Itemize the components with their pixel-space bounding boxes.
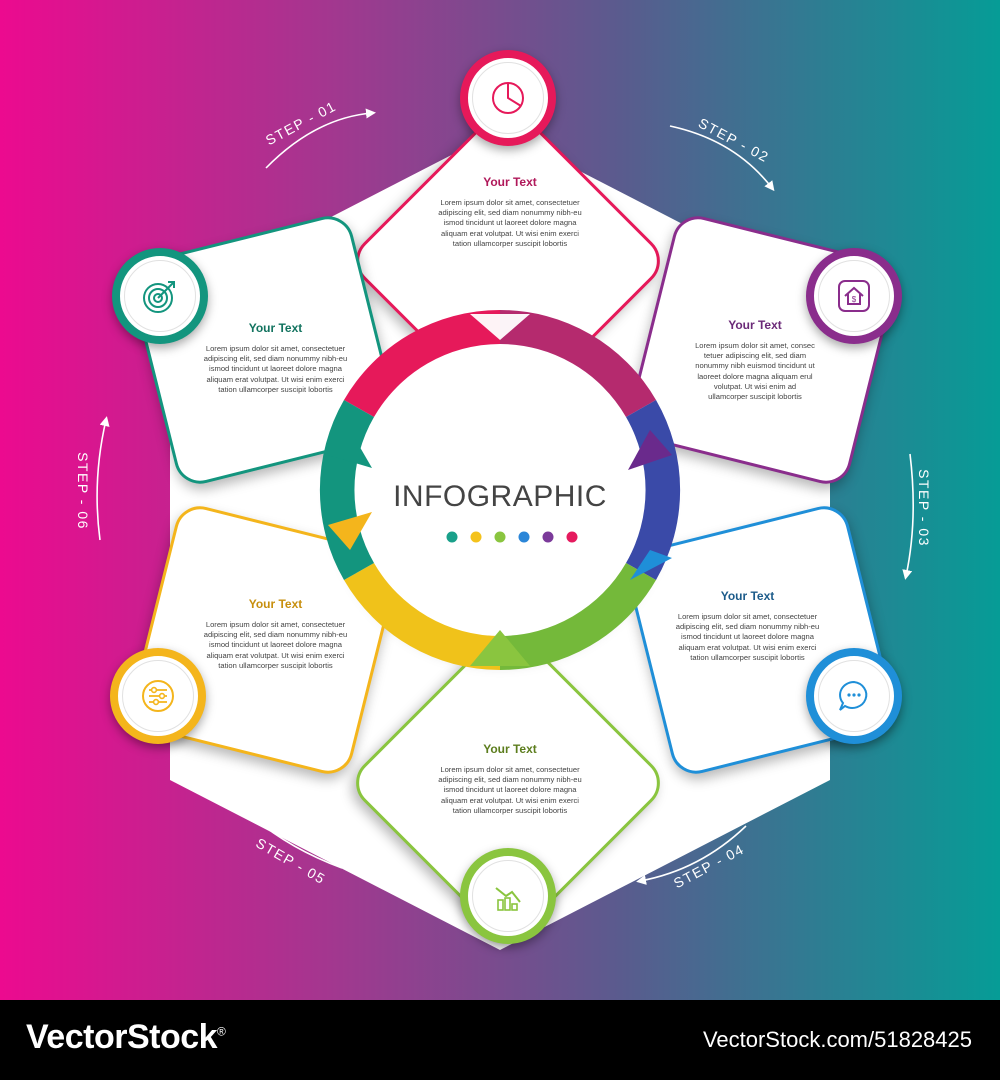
ring-segment-04	[344, 563, 500, 671]
step-icon-circle-06	[112, 248, 208, 344]
ring-segment-01b	[500, 309, 656, 417]
step-icon-circle-02: $	[806, 248, 902, 344]
step-body-01: Lorem ipsum dolor sit amet, consectetuer…	[438, 198, 582, 248]
pie-chart-icon	[492, 82, 524, 114]
step-title-03: Your Text	[720, 589, 775, 603]
target-icon	[143, 281, 175, 313]
house-icon: $	[838, 280, 870, 312]
ring-segment-03	[500, 563, 656, 670]
step-body-03: Lorem ipsum dolor sit amet, consectetuer…	[675, 612, 820, 662]
step-arc-01	[265, 108, 376, 169]
step-body-02: Lorem ipsum dolor sit amet, consec tetue…	[695, 341, 815, 402]
step-arc-04	[636, 825, 747, 885]
step-arc-02	[669, 125, 775, 192]
sliders-icon	[142, 680, 174, 712]
step-body-06: Lorem ipsum dolor sit amet, consectetuer…	[203, 344, 348, 394]
step-title-01: Your Text	[483, 175, 537, 189]
brand-logo: VectorStock®	[26, 1018, 226, 1057]
step-title-05: Your Text	[248, 597, 303, 611]
brand-registered-mark: ®	[217, 1024, 226, 1039]
footer-bar: VectorStock® VectorStock.com/51828425	[0, 1000, 1000, 1080]
step-arc-03	[902, 453, 914, 580]
step-text-05: Your Text Lorem ipsum dolor sit amet, co…	[178, 597, 373, 671]
step-text-02: Your Text Lorem ipsum dolor sit amet, co…	[665, 318, 845, 402]
center-dot	[470, 531, 482, 543]
step-label-03: STEP - 03	[915, 469, 932, 547]
center-dot	[446, 531, 458, 543]
center-dot	[494, 531, 506, 543]
step-arc-06	[96, 416, 110, 541]
image-id: VectorStock.com/51828425	[702, 1027, 972, 1052]
step-icon-circle-04	[460, 848, 556, 944]
center-dot	[566, 531, 578, 543]
step-label-06: STEP - 06	[74, 452, 91, 530]
step-title-04: Your Text	[483, 742, 537, 756]
step-text-03: Your Text Lorem ipsum dolor sit amet, co…	[650, 589, 845, 663]
step-arc-05	[237, 802, 343, 869]
step-text-04: Your Text Lorem ipsum dolor sit amet, co…	[410, 742, 610, 816]
center-title: INFOGRAPHIC	[393, 480, 607, 513]
brand-name: VectorStock	[26, 1018, 218, 1056]
ring-segment-01	[344, 309, 500, 417]
center-dot	[542, 531, 554, 543]
bar-chart-down-icon	[495, 887, 521, 911]
svg-text:$: $	[852, 295, 857, 304]
step-title-02: Your Text	[728, 318, 782, 332]
step-icon-circle-01	[460, 50, 556, 146]
chat-bubble-icon	[839, 680, 868, 711]
step-body-04: Lorem ipsum dolor sit amet, consectetuer…	[438, 765, 582, 815]
step-text-06: Your Text Lorem ipsum dolor sit amet, co…	[178, 321, 373, 395]
ring-segment-05	[319, 400, 374, 580]
ring-segment-02	[626, 400, 681, 580]
center-ring	[319, 309, 681, 671]
step-text-01: Your Text Lorem ipsum dolor sit amet, co…	[410, 175, 610, 249]
step-body-05: Lorem ipsum dolor sit amet, consectetuer…	[203, 620, 348, 670]
center-dot	[518, 531, 530, 543]
step-title-06: Your Text	[248, 321, 303, 335]
step-icon-circle-03	[806, 648, 902, 744]
center-dots	[446, 531, 578, 543]
step-icon-circle-05	[110, 648, 206, 744]
